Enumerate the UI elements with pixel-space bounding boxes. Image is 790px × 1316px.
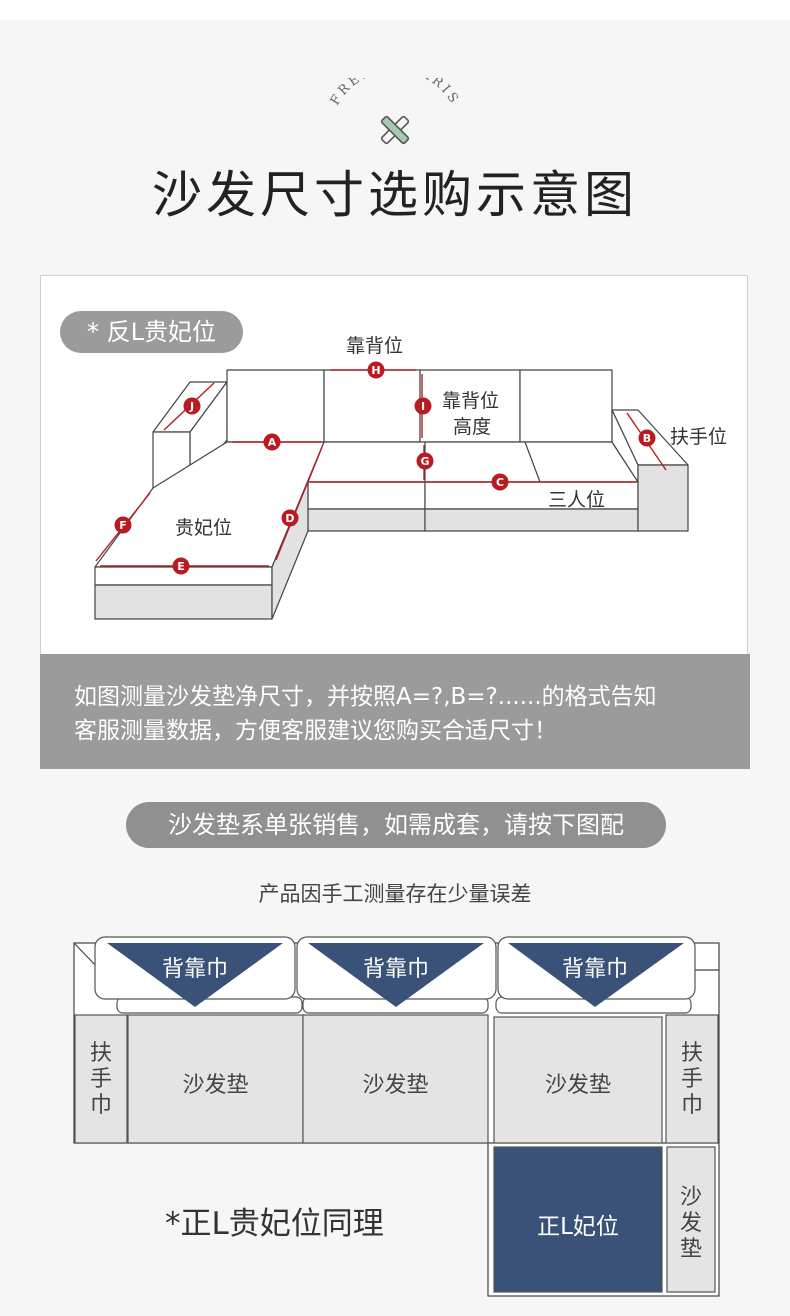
back-towel-2 [308, 943, 484, 1007]
marker-h [367, 361, 385, 379]
label-backrest-height-1: 靠背位 [442, 390, 500, 412]
back-cushion-4 [519, 369, 613, 443]
type-label-pill: * 反L贵妃位 [60, 311, 243, 353]
same-note: *正L贵妃位同理 [165, 1206, 384, 1242]
cushion-1 [127, 1014, 304, 1144]
right-armrest-label: 扶手巾 [680, 1041, 703, 1118]
back-towel-label-2: 背靠巾 [362, 957, 429, 982]
right-armrest-front [637, 464, 689, 532]
tools-icon [380, 115, 410, 145]
marker-a [263, 433, 281, 451]
measure-notice: 如图测量沙发垫净尺寸，并按照A=?,B=?......的格式告知 客服测量数据，… [40, 654, 750, 769]
label-backrest-height-2: 高度 [453, 416, 492, 438]
left-armrest-label: 扶手巾 [89, 1041, 112, 1118]
svg-text:I: I [421, 400, 425, 413]
svg-text:F: F [119, 519, 127, 532]
label-three-seater: 三人位 [548, 489, 606, 511]
seat-base-2 [424, 508, 639, 532]
back-towel-label-1: 背靠巾 [161, 957, 228, 982]
back-towel-1 [107, 943, 283, 1007]
notice-line-1: 如图测量沙发垫净尺寸，并按照A=?,B=?......的格式告知 [74, 684, 657, 710]
chaise-label: 正L妃位 [537, 1214, 619, 1240]
back-cushion-2 [323, 369, 421, 443]
svg-text:J: J [189, 400, 194, 413]
cushion-label-1: 沙发垫 [182, 1073, 249, 1098]
svg-text:FRENCH PARIS: FRENCH PARIS [328, 78, 462, 108]
chaise-cushion [493, 1146, 663, 1293]
cushion-3 [493, 1016, 663, 1144]
marker-d [281, 509, 299, 527]
right-armrest-towel [665, 1014, 719, 1144]
back-towel-label-3: 背靠巾 [561, 957, 628, 982]
seat-front-2 [424, 481, 639, 510]
svg-text:D: D [285, 512, 294, 525]
cushion-2 [302, 1014, 489, 1144]
sofa-measure-diagram: A B C D E F G H I J [94, 361, 689, 620]
marker-c [491, 473, 509, 491]
back-cushion-1 [226, 369, 325, 443]
brand-arc-text: FRENCH PARIS [328, 78, 459, 108]
top-bar [0, 0, 790, 20]
svg-text:E: E [177, 560, 185, 573]
svg-text:H: H [371, 364, 380, 377]
marker-b [638, 429, 656, 447]
marker-i [414, 397, 432, 415]
cushion-label-3: 沙发垫 [544, 1073, 611, 1098]
cushion-label-2: 沙发垫 [362, 1073, 429, 1098]
page-title: 沙发尺寸选购示意图 [152, 166, 638, 224]
back-cushion-3 [419, 369, 521, 443]
sale-note-pill: 沙发垫系单张销售，如需成套，请按下图配 [126, 802, 666, 848]
seat-top [307, 441, 639, 483]
chaise-base [94, 584, 273, 620]
label-backrest: 靠背位 [346, 335, 404, 357]
svg-text:B: B [643, 432, 651, 445]
marker-g [416, 452, 434, 470]
marker-e [172, 557, 190, 575]
marker-f [114, 516, 132, 534]
chaise-side-cushion [666, 1146, 716, 1293]
svg-text:G: G [420, 455, 429, 468]
label-chaise: 贵妃位 [175, 517, 233, 539]
brand-logo: FRENCH PARIS [328, 78, 462, 145]
seat-base-1 [307, 508, 426, 532]
marker-j [183, 397, 201, 415]
notice-line-2: 客服测量数据，方便客服建议您购买合适尺寸！ [74, 718, 557, 744]
chaise-side-label: 沙发垫 [679, 1185, 702, 1262]
seat-front-1 [307, 481, 426, 510]
left-armrest-towel [74, 1014, 128, 1144]
svg-text:C: C [496, 476, 504, 489]
svg-text:A: A [268, 436, 277, 449]
cushion-layout: 背靠巾 背靠巾 背靠巾 扶手巾 扶手巾 沙发垫 沙发垫 沙发垫 正L妃位 沙发垫 [70, 935, 725, 1305]
back-towel-3 [508, 943, 684, 1007]
error-note: 产品因手工测量存在少量误差 [258, 882, 532, 906]
label-armrest: 扶手位 [670, 426, 728, 448]
